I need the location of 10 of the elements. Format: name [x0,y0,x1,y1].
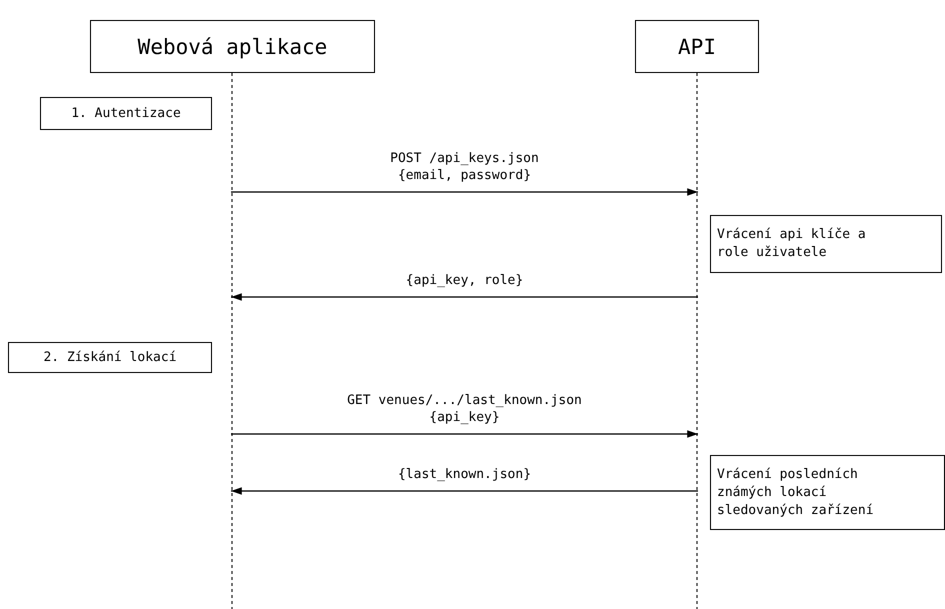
step-note: 1. Autentizace [40,97,212,130]
message-arrow [231,430,698,438]
participant-box: API [635,20,759,73]
message-arrow [231,188,698,196]
message-arrow [231,487,698,495]
participant-box: Webová aplikace [90,20,375,73]
step-note: 2. Získání lokací [8,342,212,373]
note-box: Vrácení api klíče a role uživatele [710,215,942,273]
message-arrow [231,293,698,301]
note-box: Vrácení posledních známých lokací sledovaných zařízení [710,455,945,530]
